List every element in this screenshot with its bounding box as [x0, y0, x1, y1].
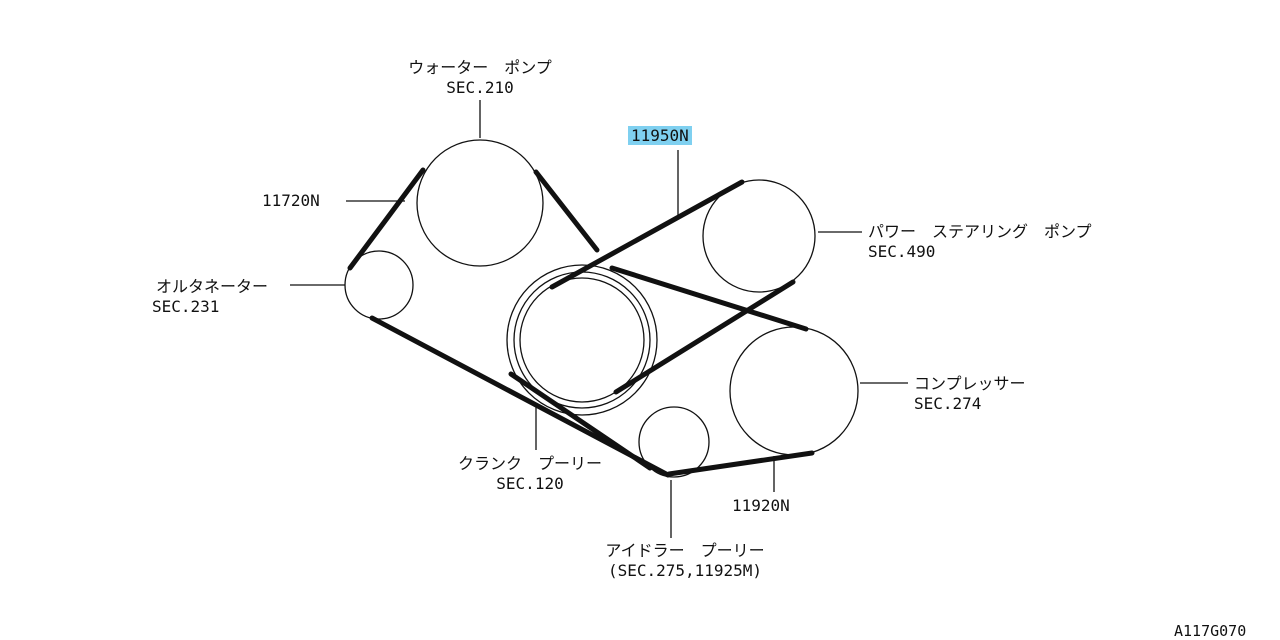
- part-11950n-label[interactable]: 11950N: [628, 126, 692, 146]
- label-power-steering-pump: パワー ステアリング ポンプ SEC.490: [868, 222, 1092, 262]
- crank-pulley-outer: [506, 264, 658, 416]
- part-11950n-text: 11950N: [628, 126, 692, 145]
- part-11720n-label[interactable]: 11720N: [262, 191, 320, 211]
- part-11920n-text: 11920N: [732, 496, 790, 515]
- drawing-id: A117G070: [1174, 622, 1247, 640]
- compressor-name: コンプレッサー: [914, 374, 1026, 393]
- crank-pulley-name: クランク プーリー: [457, 454, 602, 473]
- part-11920n-label[interactable]: 11920N: [732, 496, 790, 516]
- label-idler-pulley: アイドラー プーリー (SEC.275,11925M): [576, 541, 794, 581]
- belt-11950n: [549, 179, 796, 395]
- alternator-sec: SEC.231: [152, 297, 220, 316]
- idler-pulley-sec: (SEC.275,11925M): [607, 561, 763, 580]
- water-pump-sec: SEC.210: [446, 78, 514, 97]
- water-pump-name: ウォーター ポンプ: [408, 58, 552, 77]
- power-steering-name: パワー ステアリング ポンプ: [868, 222, 1092, 241]
- label-crank-pulley: クランク プーリー SEC.120: [440, 454, 620, 494]
- crank-pulley-inner: [519, 277, 645, 403]
- idler-pulley-name: アイドラー プーリー: [605, 541, 765, 560]
- power-steering-sec: SEC.490: [868, 242, 936, 261]
- part-11720n-text: 11720N: [262, 191, 320, 210]
- idler-pulley: [638, 406, 710, 478]
- belt-11720n: [347, 167, 671, 478]
- power-steering-pulley: [702, 179, 816, 293]
- label-alternator: オルタネーター SEC.231: [152, 277, 268, 317]
- alternator-name: オルタネーター: [156, 277, 269, 296]
- label-water-pump: ウォーター ポンプ SEC.210: [392, 58, 568, 98]
- compressor-sec: SEC.274: [914, 394, 982, 413]
- label-compressor: コンプレッサー SEC.274: [914, 374, 1026, 414]
- compressor-pulley: [729, 326, 859, 456]
- belt-11920n: [609, 265, 815, 477]
- crank-pulley-sec: SEC.120: [496, 474, 564, 493]
- water-pump-pulley: [416, 139, 544, 267]
